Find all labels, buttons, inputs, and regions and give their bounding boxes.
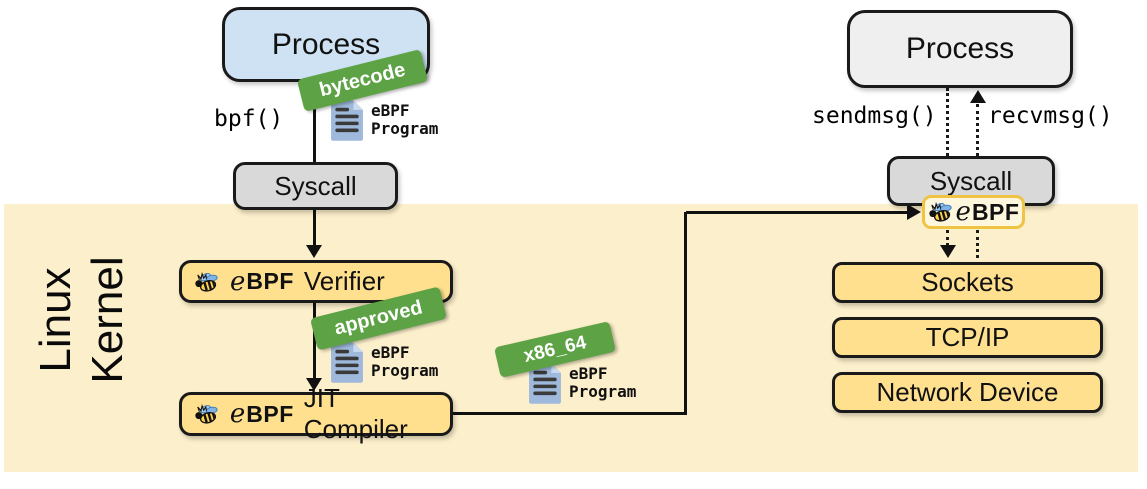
ebpf-program-label: eBPF Program <box>569 364 637 401</box>
bee-icon <box>928 201 952 222</box>
arrowhead-to-ebpf-hook <box>907 204 921 220</box>
ebpf-program-label: eBPF Program <box>371 343 439 380</box>
ebpf-program-label: eBPF Program <box>371 101 439 138</box>
ebpf-program-file-bytecode: eBPF Program <box>330 99 438 142</box>
ebpf-program-document-icon <box>331 100 363 141</box>
recvmsg-label: recvmsg() <box>988 103 1113 129</box>
line-to-ebpf-hook <box>686 211 908 214</box>
linux-kernel-label: Linux Kernel <box>31 256 132 384</box>
arrowhead-syscall-to-verifier <box>306 245 322 258</box>
sockets-label: Sockets <box>921 267 1014 297</box>
line-syscall-to-verifier <box>313 210 316 246</box>
dotted-line-recvmsg <box>976 104 979 156</box>
process-box-right: Process <box>847 10 1073 88</box>
jit-compiler-label: JIT Compiler <box>303 383 408 444</box>
ebpf-program-document-icon <box>529 363 561 404</box>
network-device-label: Network Device <box>876 377 1059 407</box>
process-label: Process <box>271 27 381 61</box>
tcpip-box: TCP/IP <box>832 317 1103 358</box>
verifier-label: Verifier <box>303 266 385 296</box>
ebpf-program-file-x86: eBPF Program <box>528 362 636 405</box>
bee-icon <box>195 404 218 424</box>
ebpf-program-document-icon <box>331 342 363 383</box>
network-device-box: Network Device <box>832 372 1103 413</box>
arrowhead-recvmsg-up <box>970 90 986 103</box>
process-label: Process <box>905 32 1015 65</box>
bpf-call-label: bpf() <box>214 106 284 132</box>
line-verifier-to-jit <box>313 303 316 379</box>
dotted-line-sendmsg <box>946 88 949 156</box>
arrowhead-hook-to-sockets <box>940 245 956 258</box>
dotted-line-hook-to-sockets <box>946 230 949 246</box>
line-process-to-syscall <box>313 80 316 166</box>
arrowhead-verifier-to-jit <box>306 378 322 391</box>
syscall-box-left: Syscall <box>233 162 398 210</box>
sockets-box: Sockets <box>832 262 1103 303</box>
syscall-label: Syscall <box>274 170 357 201</box>
syscall-label: Syscall <box>929 165 1013 196</box>
bee-icon <box>195 271 218 292</box>
sendmsg-label: sendmsg() <box>812 103 937 129</box>
line-jit-up-vertical <box>684 212 687 415</box>
dotted-line-sockets-to-hook <box>976 230 979 258</box>
tcpip-label: TCP/IP <box>925 322 1010 352</box>
line-jit-out-horizontal <box>453 412 686 415</box>
ebpf-program-file-approved: eBPF Program <box>330 341 438 384</box>
